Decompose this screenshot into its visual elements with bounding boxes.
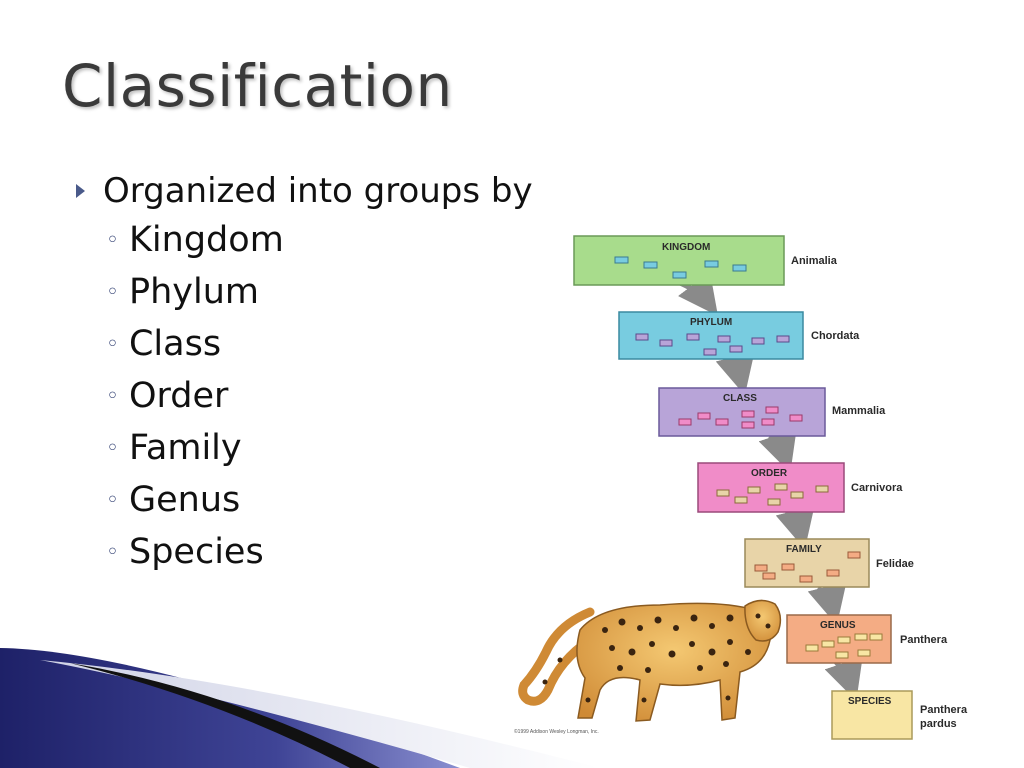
slide-title: Classification (62, 52, 453, 120)
circle-bullet-icon: ◦ (106, 487, 119, 513)
sub-bullet-text: Kingdom (128, 220, 284, 260)
circle-bullet-icon: ◦ (106, 435, 119, 461)
circle-bullet-icon: ◦ (106, 227, 119, 253)
sub-bullet-class: ◦ Class (106, 318, 533, 370)
circle-bullet-icon: ◦ (106, 383, 119, 409)
taxon-carnivora: Carnivora (851, 482, 903, 494)
taxon-panthera-pardus-line2: pardus (920, 718, 957, 730)
sub-bullet-kingdom: ◦ Kingdom (106, 214, 533, 266)
leopard-illustration (518, 599, 782, 722)
bullet-arrow-icon (76, 184, 85, 198)
taxon-animalia: Animalia (791, 255, 838, 267)
sub-bullet-phylum: ◦ Phylum (106, 266, 533, 318)
sub-bullet-family: ◦ Family (106, 422, 533, 474)
sub-bullet-species: ◦ Species (106, 526, 533, 578)
main-bullet: Organized into groups by (76, 168, 533, 214)
sub-bullet-genus: ◦ Genus (106, 474, 533, 526)
rank-box-class: CLASS (658, 387, 826, 437)
circle-bullet-icon: ◦ (106, 279, 119, 305)
arrow-genus-species (824, 656, 863, 701)
rank-box-genus: GENUS (786, 614, 892, 664)
taxon-mammalia: Mammalia (832, 405, 886, 417)
rank-label: GENUS (820, 620, 856, 631)
arrow-family-genus (807, 581, 847, 626)
taxon-felidae: Felidae (876, 558, 914, 570)
rank-label: SPECIES (848, 696, 892, 707)
taxon-panthera-pardus-line1: Panthera (920, 704, 968, 716)
rank-box-species: SPECIES (831, 690, 913, 740)
rank-box-family: FAMILY (744, 538, 870, 588)
taxon-panthera: Panthera (900, 634, 948, 646)
circle-bullet-icon: ◦ (106, 331, 119, 357)
rank-box-phylum: PHYLUM (618, 311, 804, 360)
arrow-order-family (775, 505, 815, 550)
arrow-phylum-class (715, 351, 755, 396)
copyright-text: ©1999 Addison Wesley Longman, Inc. (514, 728, 599, 735)
rank-label: KINGDOM (662, 242, 710, 253)
rank-label: FAMILY (786, 544, 822, 555)
rank-box-kingdom: KINGDOM (573, 235, 785, 286)
arrow-class-order (758, 428, 797, 473)
sub-bullet-text: Phylum (128, 272, 259, 312)
sub-bullet-text: Order (128, 376, 229, 416)
rank-label: PHYLUM (690, 317, 732, 328)
sub-bullet-text: Species (128, 532, 264, 572)
rank-box-order: ORDER (697, 462, 845, 513)
circle-bullet-icon: ◦ (106, 539, 119, 565)
bullet-list: Organized into groups by ◦ Kingdom ◦ Phy… (76, 168, 533, 578)
sub-bullet-text: Class (128, 324, 222, 364)
taxon-chordata: Chordata (811, 330, 860, 342)
rank-label: ORDER (751, 468, 788, 479)
sub-bullet-text: Family (128, 428, 242, 468)
main-bullet-text: Organized into groups by (103, 171, 533, 211)
sub-bullet-order: ◦ Order (106, 370, 533, 422)
rank-label: CLASS (723, 393, 757, 404)
sub-bullet-text: Genus (128, 480, 241, 520)
